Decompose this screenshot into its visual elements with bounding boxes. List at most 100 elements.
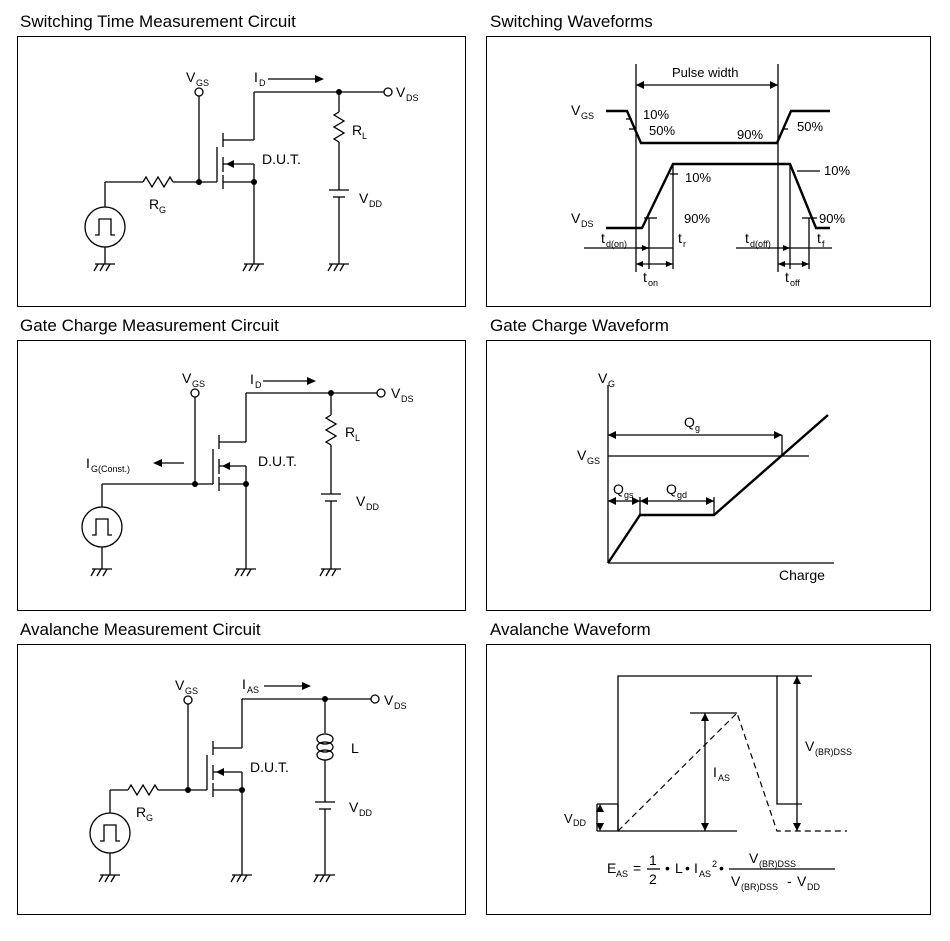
svg-text:R: R bbox=[149, 196, 159, 212]
svg-text:=: = bbox=[633, 860, 641, 876]
pulse-source bbox=[84, 181, 143, 264]
svg-text:V: V bbox=[571, 210, 581, 226]
svg-text:G: G bbox=[608, 379, 615, 389]
svg-text:I: I bbox=[694, 860, 698, 876]
svg-text:D: D bbox=[255, 380, 262, 390]
ground-symbols bbox=[93, 263, 349, 272]
inductor-l: L bbox=[316, 696, 359, 802]
svg-text:V: V bbox=[349, 799, 359, 815]
svg-text:2: 2 bbox=[712, 859, 717, 869]
svg-text:gs: gs bbox=[624, 490, 634, 500]
svg-text:E: E bbox=[607, 860, 616, 876]
svg-text:2: 2 bbox=[649, 871, 657, 887]
svg-text:V: V bbox=[384, 692, 394, 708]
svg-text:1: 1 bbox=[649, 852, 657, 868]
current-triangle bbox=[617, 711, 847, 832]
svg-text:(BR)DSS: (BR)DSS bbox=[741, 882, 778, 892]
svg-text:DS: DS bbox=[581, 219, 594, 229]
svg-text:d(off): d(off) bbox=[750, 239, 771, 249]
svg-text:off: off bbox=[790, 278, 800, 288]
svg-text:DS: DS bbox=[401, 394, 414, 404]
svg-text:I: I bbox=[713, 764, 717, 780]
svg-text:V: V bbox=[359, 190, 369, 206]
svg-text:V: V bbox=[731, 873, 741, 889]
svg-text:D: D bbox=[259, 78, 266, 88]
svg-text:GS: GS bbox=[196, 78, 209, 88]
svg-text:(BR)DSS: (BR)DSS bbox=[759, 859, 796, 869]
svg-text:DD: DD bbox=[573, 818, 586, 828]
svg-text:t: t bbox=[601, 230, 605, 246]
svg-text:V: V bbox=[182, 370, 192, 386]
svg-text:R: R bbox=[352, 122, 362, 138]
svg-text:G(Const.): G(Const.) bbox=[91, 464, 130, 474]
svg-text:G: G bbox=[159, 205, 166, 215]
svg-text:Q: Q bbox=[684, 414, 695, 430]
svg-text:90%: 90% bbox=[819, 211, 845, 226]
svg-text:g: g bbox=[695, 423, 700, 433]
svg-text:GS: GS bbox=[192, 379, 205, 389]
svg-text:V: V bbox=[805, 738, 815, 754]
svg-text:V: V bbox=[356, 493, 366, 509]
pulse-source bbox=[81, 483, 213, 569]
svg-text:•: • bbox=[719, 860, 724, 876]
gate-charge-curve bbox=[607, 414, 829, 564]
svg-text:90%: 90% bbox=[684, 211, 710, 226]
svg-text:G: G bbox=[146, 813, 153, 823]
svg-text:D.U.T.: D.U.T. bbox=[250, 759, 289, 775]
svg-text:Pulse width: Pulse width bbox=[672, 65, 738, 80]
avalanche-circuit-title: Avalanche Measurement Circuit bbox=[20, 620, 261, 639]
svg-text:90%: 90% bbox=[737, 127, 763, 142]
gate-charge-circuit-title: Gate Charge Measurement Circuit bbox=[20, 316, 279, 335]
svg-text:10%: 10% bbox=[643, 107, 669, 122]
svg-text:DS: DS bbox=[394, 701, 407, 711]
ground-symbols bbox=[98, 874, 335, 883]
svg-text:t: t bbox=[785, 269, 789, 285]
mosfet-dut: D.U.T. bbox=[196, 91, 384, 264]
svg-text:t: t bbox=[817, 230, 821, 246]
svg-text:(BR)DSS: (BR)DSS bbox=[815, 747, 852, 757]
svg-text:AS: AS bbox=[247, 685, 259, 695]
svg-text:t: t bbox=[643, 269, 647, 285]
svg-text:V: V bbox=[571, 102, 581, 118]
svg-text:V: V bbox=[564, 811, 573, 826]
svg-text:-: - bbox=[787, 873, 792, 889]
svg-text:AS: AS bbox=[718, 773, 730, 783]
svg-text:•: • bbox=[665, 860, 670, 876]
svg-text:R: R bbox=[345, 424, 355, 440]
svg-text:gd: gd bbox=[677, 490, 687, 500]
svg-text:V: V bbox=[186, 69, 196, 85]
svg-text:I: I bbox=[254, 69, 258, 85]
svg-text:V: V bbox=[749, 850, 759, 866]
mosfet-dut: D.U.T. bbox=[185, 698, 371, 875]
svg-text:10%: 10% bbox=[824, 163, 850, 178]
svg-text:10%: 10% bbox=[685, 170, 711, 185]
svg-text:V: V bbox=[175, 677, 185, 693]
ground-symbols bbox=[90, 568, 341, 577]
svg-text:V: V bbox=[396, 84, 406, 100]
